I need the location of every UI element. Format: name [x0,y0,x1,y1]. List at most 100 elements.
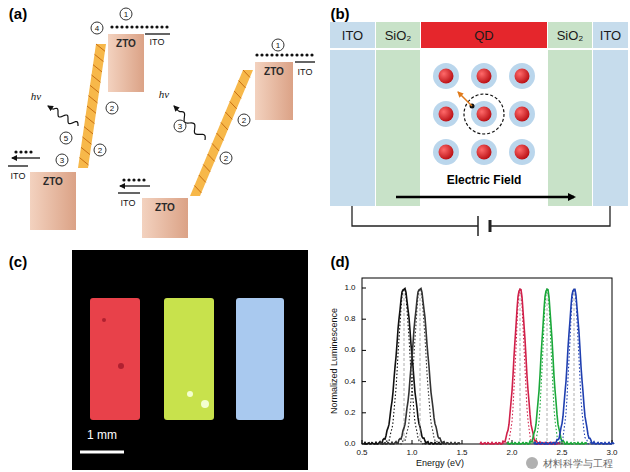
panel-letter: (c) [9,254,27,271]
electrode-level [120,185,150,186]
battery-symbol [489,220,492,232]
electron-dot [135,25,138,28]
electron-dot [300,53,303,56]
qd-shell [471,63,497,89]
dashed-circle [464,94,504,134]
electron-dot [19,150,22,153]
panel-letter: (b) [330,6,349,23]
electron-dot [115,25,118,28]
band-staircase [190,70,253,196]
electron-dot [295,53,298,56]
watermark: 材料科学与工程 [543,458,613,469]
spectrum-curve [534,289,614,444]
scale-bar [80,451,124,454]
box-text: QD [474,28,494,43]
electron-dot [125,25,128,28]
spectrum-curve [380,289,460,444]
blue-device [236,298,284,420]
axis-tick [362,319,366,320]
axis-title: Normalized Luminescence [330,308,340,414]
electrode-level [12,157,40,158]
band-edge [208,154,215,161]
axis-tick [412,440,413,444]
photon-label: hν [159,88,169,100]
qd-shell [433,139,459,165]
photo-ground [72,250,308,470]
qd-core [439,69,454,84]
band-edge [243,70,250,77]
circuit-wire [490,206,610,226]
electrode-level [145,33,170,34]
axis-tick [362,288,366,289]
qd-shell [509,101,535,127]
electron-dot [132,178,135,181]
box-text: ZTO [116,38,136,49]
qd-core [515,69,530,84]
red-device [90,298,140,420]
qd-core [515,145,530,160]
electrode-label: ITO [11,172,26,182]
field-label: Electric Field [447,174,522,187]
band-edge [86,116,95,123]
box-text: ITO [600,28,621,43]
device-schematic [330,50,628,236]
spot [201,400,209,408]
tick-label: 0.4 [344,377,355,386]
band-edge [199,175,206,182]
box-text: SiO₂ [385,28,412,43]
band-edge [230,102,237,109]
band-edge [83,137,92,144]
qd-shell [509,139,535,165]
photon-arrow [48,106,78,126]
tick-label: 0.5 [356,449,367,458]
panel-letter: (a) [9,6,27,23]
tick-label: 1.0 [344,284,355,293]
callout-number: 2 [238,114,251,127]
axis-tick [362,381,366,382]
spot [102,318,106,322]
spectrum-curve [534,289,614,444]
box-text: ZTO [155,202,175,213]
axis-tick [362,412,366,413]
tick-label: 3.0 [606,449,617,458]
callout-number: 2 [106,102,119,115]
electron-dot [110,25,113,28]
qd-shell [433,101,459,127]
qd-layer [421,50,547,206]
callout-number: 2 [220,152,233,165]
qd-core [439,107,454,122]
band-edge [239,81,246,88]
electron-dot [29,150,32,153]
electrode-label: ITO [298,68,313,78]
box-text: ITO [342,28,363,43]
electron-dot [142,178,145,181]
layer-box: ITO [330,22,375,48]
electron-dot [270,53,273,56]
electron-dot [24,150,27,153]
tick-label: 2.0 [506,449,517,458]
band-edge [93,65,102,72]
green-device [164,298,214,420]
tick-label: 1.5 [456,449,467,458]
panel-letter: (d) [330,254,349,271]
ito-layer [593,50,628,206]
box-text: ZTO [264,66,284,77]
qd-core [477,107,492,122]
circuit-wire [352,206,478,226]
band-edge [194,186,201,193]
plot-frame [362,278,612,444]
photo [72,250,308,470]
electrode-label: ITO [121,199,136,209]
zto-block: ZTO [142,198,188,238]
electron-dot [285,53,288,56]
electron-dot [305,53,308,56]
axis-title: Energy (eV) [416,459,464,469]
electrode-level [8,165,28,166]
callout-number: 1 [120,8,133,21]
qd-shell [471,101,497,127]
qd-core [515,107,530,122]
band-edge [84,127,93,134]
electron-dot [145,25,148,28]
peak-marker [404,288,405,444]
